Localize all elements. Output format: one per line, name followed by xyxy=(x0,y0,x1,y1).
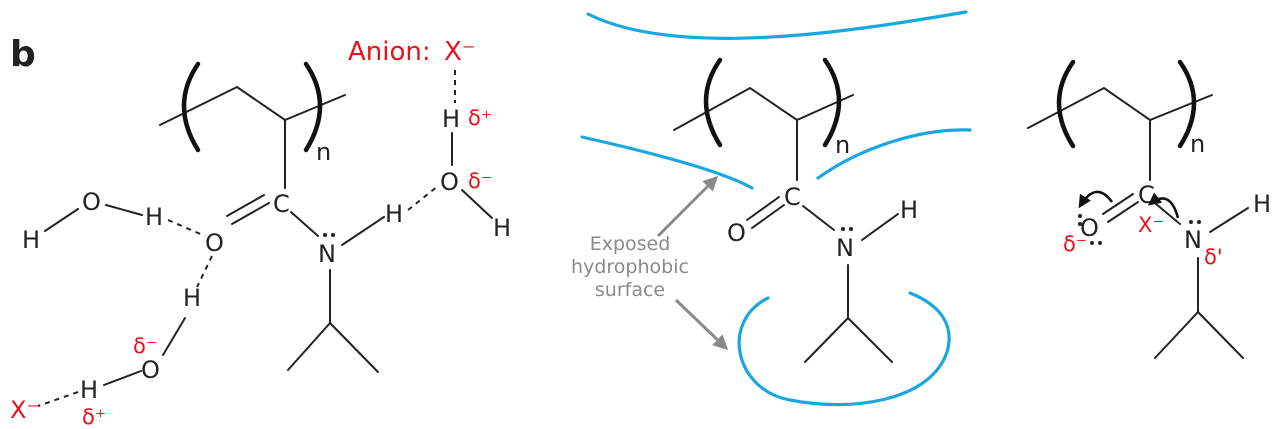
right-close-paren xyxy=(1177,59,1197,149)
right-n-lone-pair-a xyxy=(1189,220,1193,224)
left-n-lone-pair-b xyxy=(331,233,335,237)
water3-delta-minus: δ⁻ xyxy=(468,169,492,193)
middle-nh-bond xyxy=(861,213,899,241)
left-nh-bond xyxy=(341,216,385,246)
left-co-double-bond-a xyxy=(231,202,270,225)
middle-amide-hydrogen: H xyxy=(900,196,918,224)
left-amide-hydrogen: H xyxy=(385,200,403,228)
water1-oxygen: O xyxy=(82,188,101,216)
left-nitrogen: N xyxy=(318,240,336,268)
left-isopropyl-arm-b xyxy=(329,322,379,373)
right-open-paren xyxy=(1056,59,1076,149)
water2-h-bottom: H xyxy=(80,376,98,404)
left-carbon: C xyxy=(273,190,290,218)
middle-isopropyl-arm-a xyxy=(804,317,849,363)
right-nitrogen: N xyxy=(1184,226,1202,254)
right-structure: n C O δ⁻ X⁻ N δ' H xyxy=(1027,59,1271,359)
middle-structure: n C O N H Exposed hydrophobic surface xyxy=(571,10,972,407)
middle-isopropyl-arm-b xyxy=(847,317,893,363)
middle-carbon: C xyxy=(784,183,801,211)
right-isopropyl-arm-a xyxy=(1154,311,1199,359)
right-curl-arrow-right xyxy=(1147,192,1180,219)
water1-oh-bond-b xyxy=(105,204,143,216)
right-co-double-bond-b xyxy=(1102,193,1134,215)
middle-co-double-bond-a xyxy=(751,204,785,229)
left-close-paren xyxy=(303,61,323,153)
water-boundary-top xyxy=(586,10,968,40)
water2-h-top: H xyxy=(183,284,201,312)
water-boundary-right xyxy=(816,128,972,180)
left-open-paren xyxy=(181,61,201,153)
right-cn-bond xyxy=(1155,203,1181,225)
right-carbonyl-oxygen: O xyxy=(1080,214,1099,242)
water1-h-right: H xyxy=(145,203,163,231)
middle-backbone xyxy=(673,86,854,131)
left-isopropyl-arm-a xyxy=(287,322,331,371)
left-n-lone-pair-a xyxy=(323,233,327,237)
left-structure: n C O N H H O H H O δ⁻ H δ⁺ X⁻ xyxy=(10,37,511,429)
water3-delta-plus: δ⁺ xyxy=(468,106,492,130)
right-delta-minus: δ⁻ xyxy=(1063,232,1087,256)
right-nh-bond xyxy=(1209,207,1249,233)
right-o-lone-pair-d xyxy=(1098,241,1102,245)
middle-n-lone-pair-a xyxy=(841,227,845,231)
water-boundary-bottom xyxy=(737,291,951,407)
left-subscript-n: n xyxy=(316,138,331,166)
right-o-lone-pair-c xyxy=(1090,241,1094,245)
hbond-water2-anion xyxy=(37,391,79,407)
middle-carbonyl-oxygen: O xyxy=(727,219,746,247)
hbond-water1-carbonyl xyxy=(167,219,206,237)
right-carbon: C xyxy=(1138,181,1155,209)
panel-label: b xyxy=(10,34,36,75)
middle-subscript-n: n xyxy=(835,131,850,159)
right-isopropyl-arm-b xyxy=(1197,311,1244,359)
anion-label: Anion: xyxy=(348,37,431,67)
right-delta-prime: δ' xyxy=(1204,245,1223,269)
hbond-carbonyl-water2 xyxy=(196,255,213,288)
water-boundary-left xyxy=(580,135,754,190)
middle-cn-bond xyxy=(802,205,835,231)
left-cn-bond xyxy=(290,211,319,237)
water1-oh-bond-a xyxy=(44,208,79,232)
right-o-lone-pair-b xyxy=(1078,222,1082,226)
water1-h-left: H xyxy=(22,226,40,254)
right-amide-hydrogen: H xyxy=(1253,190,1271,218)
right-subscript-n: n xyxy=(1190,130,1205,158)
middle-n-lone-pair-b xyxy=(849,227,853,231)
water2-oxygen: O xyxy=(141,356,160,384)
right-anion-symbol: X⁻ xyxy=(1138,213,1163,237)
right-n-lone-pair-b xyxy=(1197,220,1201,224)
middle-close-paren xyxy=(822,57,842,148)
right-co-double-bond-a xyxy=(1107,201,1139,223)
hbond-nh-water3 xyxy=(407,185,439,211)
left-backbone xyxy=(159,85,346,126)
callout-line-3: surface xyxy=(595,279,665,301)
water3-oxygen: O xyxy=(440,168,459,196)
left-carbonyl-oxygen: O xyxy=(205,229,224,257)
right-o-lone-pair-a xyxy=(1078,214,1082,218)
callout-arrow-bottom xyxy=(674,298,729,351)
right-curl-arrow-left xyxy=(1078,190,1114,209)
bottom-anion-symbol: X⁻ xyxy=(10,396,39,424)
left-co-double-bond-b xyxy=(226,194,265,217)
callout-line-1: Exposed xyxy=(590,233,671,255)
top-anion-symbol: X⁻ xyxy=(444,37,476,67)
middle-open-paren xyxy=(703,57,723,148)
middle-nitrogen: N xyxy=(836,234,854,262)
water3-h-bottom: H xyxy=(493,214,511,242)
right-backbone xyxy=(1027,86,1213,129)
callout-line-2: hydrophobic xyxy=(571,256,689,278)
water3-oh-bond-b xyxy=(461,189,493,219)
water2-oh-bond-a xyxy=(162,317,186,356)
water2-oh-bond-b xyxy=(103,370,142,386)
callout-arrow-top xyxy=(656,175,719,238)
water2-delta-plus: δ⁺ xyxy=(82,405,106,429)
water3-h-top: H xyxy=(442,105,460,133)
water2-delta-minus: δ⁻ xyxy=(133,334,157,358)
middle-co-double-bond-b xyxy=(746,196,780,221)
